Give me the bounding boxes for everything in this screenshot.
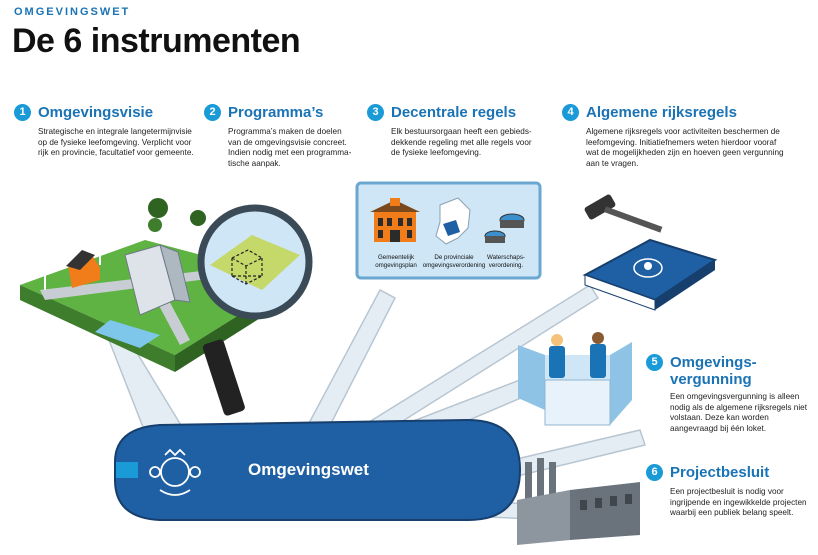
town-hall-icon <box>370 198 420 242</box>
heading-decentrale-regels: Decentrale regels <box>391 104 517 121</box>
tile-label-omgevingsverordening: De provinciale omgevingsverordening <box>422 254 486 269</box>
page-kicker: OMGEVINGSWET <box>14 6 131 18</box>
knife-label: Omgevingswet <box>248 460 369 479</box>
law-book-icon <box>582 238 718 311</box>
desc-omgevingsvisie: Strategische en integrale langetermijnvi… <box>38 127 194 158</box>
water-treatment-icon <box>484 213 525 243</box>
permit-desk-icon <box>518 332 632 426</box>
knife-body <box>114 418 522 521</box>
badge-5: 5 <box>646 354 663 371</box>
gavel-icon <box>584 194 663 233</box>
heading-omgevingsvergunning: Omgevings- vergunning <box>670 354 757 388</box>
desc-decentrale-regels: Elk bestuursorgaan heeft een gebieds- de… <box>391 127 532 158</box>
badge-3: 3 <box>367 104 384 121</box>
badge-2: 2 <box>204 104 221 121</box>
tile-label-omgevingsplan: Gemeentelijk omgevingsplan <box>375 254 417 269</box>
page-title: De 6 instrumenten <box>12 22 301 60</box>
desc-omgevingsvergunning: Een omgevingsvergunning is alleen nodig … <box>670 392 807 433</box>
heading-algemene-rijksregels: Algemene rijksregels <box>586 104 737 121</box>
factory-icon <box>517 458 640 545</box>
royal-crest-icon <box>149 448 201 496</box>
badge-6: 6 <box>646 464 663 481</box>
magnifier-icon <box>197 204 313 416</box>
heading-projectbesluit: Projectbesluit <box>670 464 770 481</box>
desc-projectbesluit: Een projectbesluit is nodig voor ingrijp… <box>670 487 807 518</box>
badge-4: 4 <box>562 104 579 121</box>
decentral-panel <box>355 181 542 280</box>
tile-label-waterschapsverordening: Waterschaps- verordening. <box>487 254 525 269</box>
desc-algemene-rijksregels: Algemene rijksregels voor activiteiten b… <box>586 127 784 168</box>
royal-crest-icon <box>633 258 663 278</box>
badge-1: 1 <box>14 104 31 121</box>
desc-programmas: Programma’s maken de doelen van de omgev… <box>228 127 352 168</box>
heading-omgevingsvisie: Omgevingsvisie <box>38 104 154 121</box>
heading-programmas: Programma’s <box>228 104 324 121</box>
netherlands-map-icon <box>435 197 471 245</box>
